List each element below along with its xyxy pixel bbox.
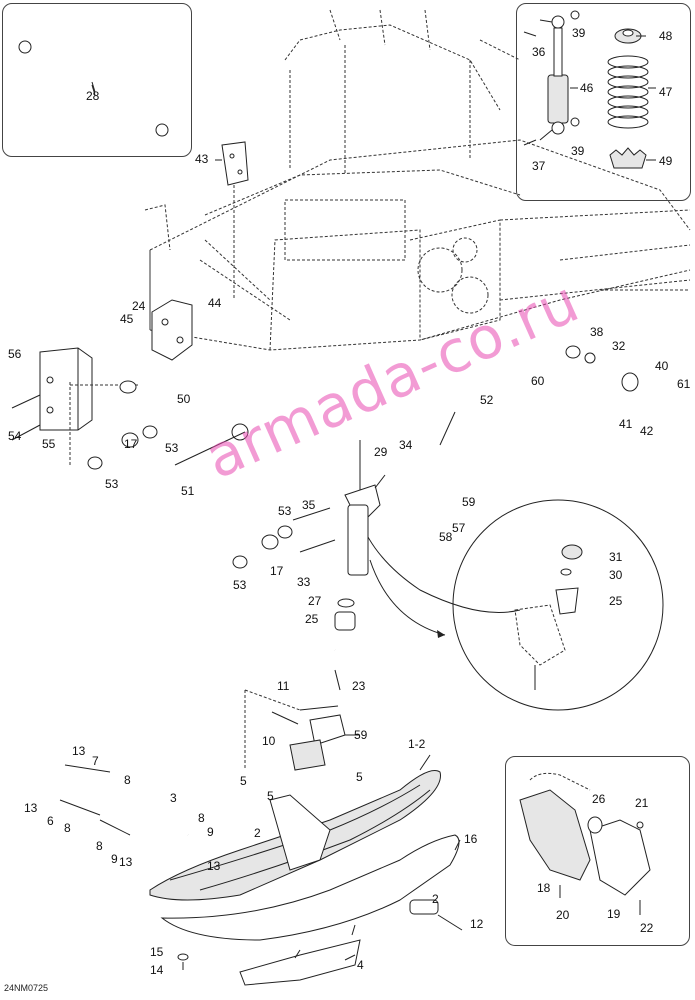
callout-53b: 53 xyxy=(105,477,119,491)
detail-circle xyxy=(452,499,664,711)
callout-32: 32 xyxy=(612,339,626,353)
shock-parts xyxy=(523,10,649,169)
callout-13b: 13 xyxy=(24,801,38,815)
callout-59b: 59 xyxy=(354,728,368,742)
callout-6: 6 xyxy=(47,814,54,828)
callout-13c: 13 xyxy=(119,855,133,869)
callout-14: 14 xyxy=(150,963,164,977)
inset-shock-absorber xyxy=(516,3,691,201)
leader-lines xyxy=(91,19,656,961)
callout-48: 48 xyxy=(659,29,673,43)
callout-50: 50 xyxy=(177,392,191,406)
bracket-43 xyxy=(221,141,249,186)
callout-36: 36 xyxy=(532,45,546,59)
callout-53d: 53 xyxy=(233,578,247,592)
callout-59a: 59 xyxy=(462,495,476,509)
callout-5c: 5 xyxy=(267,789,274,803)
callout-2a: 2 xyxy=(254,826,261,840)
callout-8d: 8 xyxy=(96,839,103,853)
callout-17b: 17 xyxy=(270,564,284,578)
callout-13a: 13 xyxy=(72,744,86,758)
callout-55: 55 xyxy=(42,437,56,451)
callout-22: 22 xyxy=(640,921,654,935)
sway-bar xyxy=(18,40,169,137)
callout-5a: 5 xyxy=(240,774,247,788)
callout-52: 52 xyxy=(480,393,494,407)
callout-39b: 39 xyxy=(571,144,585,158)
callout-53a: 53 xyxy=(165,441,179,455)
callout-28: 28 xyxy=(86,89,100,103)
callout-9a: 9 xyxy=(207,825,214,839)
callout-29: 29 xyxy=(374,445,388,459)
callout-44: 44 xyxy=(208,296,222,310)
callout-9b: 9 xyxy=(111,852,118,866)
callout-39a: 39 xyxy=(572,26,586,40)
callout-47: 47 xyxy=(659,85,673,99)
plate-56 xyxy=(39,347,93,431)
callout-27: 27 xyxy=(308,594,322,608)
callout-61: 61 xyxy=(677,377,691,391)
callout-20: 20 xyxy=(556,908,570,922)
callout-8c: 8 xyxy=(198,811,205,825)
callout-31: 31 xyxy=(609,550,623,564)
callout-56: 56 xyxy=(8,347,22,361)
chassis-frame xyxy=(144,9,691,351)
callout-11: 11 xyxy=(277,679,290,693)
skin-16 xyxy=(160,834,460,941)
callout-13d: 13 xyxy=(207,859,221,873)
callout-24: 24 xyxy=(132,299,146,313)
callout-16: 16 xyxy=(464,832,478,846)
callout-60: 60 xyxy=(531,374,545,388)
callout-38: 38 xyxy=(590,325,604,339)
callout-33: 33 xyxy=(297,575,311,589)
callout-21: 21 xyxy=(635,796,649,810)
callout-51: 51 xyxy=(181,484,195,498)
callout-7: 7 xyxy=(92,754,99,768)
callout-3: 3 xyxy=(170,791,177,805)
callout-23: 23 xyxy=(352,679,366,693)
callout-53c: 53 xyxy=(278,504,292,518)
callout-18: 18 xyxy=(537,881,551,895)
pad-10 xyxy=(289,739,326,771)
callout-34: 34 xyxy=(399,438,413,452)
callout-2b: 2 xyxy=(432,892,439,906)
callout-15: 15 xyxy=(150,945,164,959)
drawing-code: 24NM0725 xyxy=(4,983,49,993)
callout-54: 54 xyxy=(8,429,22,443)
detail-leader xyxy=(369,559,446,636)
runner-4 xyxy=(239,939,361,986)
callout-42: 42 xyxy=(640,424,654,438)
callout-5b: 5 xyxy=(356,770,363,784)
callout-4: 4 xyxy=(357,958,364,972)
callout-58: 58 xyxy=(439,530,453,544)
callout-17a: 17 xyxy=(124,437,138,451)
callout-26: 26 xyxy=(592,792,606,806)
callout-19: 19 xyxy=(607,907,621,921)
callout-40: 40 xyxy=(655,359,669,373)
callout-25b: 25 xyxy=(305,612,319,626)
callout-37: 37 xyxy=(532,159,546,173)
callout-1-2: 1-2 xyxy=(408,737,426,751)
callout-46: 46 xyxy=(580,81,594,95)
bracket-24 xyxy=(151,299,193,361)
callout-41: 41 xyxy=(619,417,633,431)
callout-10: 10 xyxy=(262,734,276,748)
callout-30: 30 xyxy=(609,568,623,582)
callout-25a: 25 xyxy=(609,594,623,608)
callout-12: 12 xyxy=(470,917,484,931)
callout-8b: 8 xyxy=(64,821,71,835)
callout-45: 45 xyxy=(120,312,134,326)
callout-49: 49 xyxy=(659,154,673,168)
callout-35: 35 xyxy=(302,498,316,512)
callout-57: 57 xyxy=(452,521,466,535)
callout-43: 43 xyxy=(195,152,209,166)
callout-8a: 8 xyxy=(124,773,131,787)
